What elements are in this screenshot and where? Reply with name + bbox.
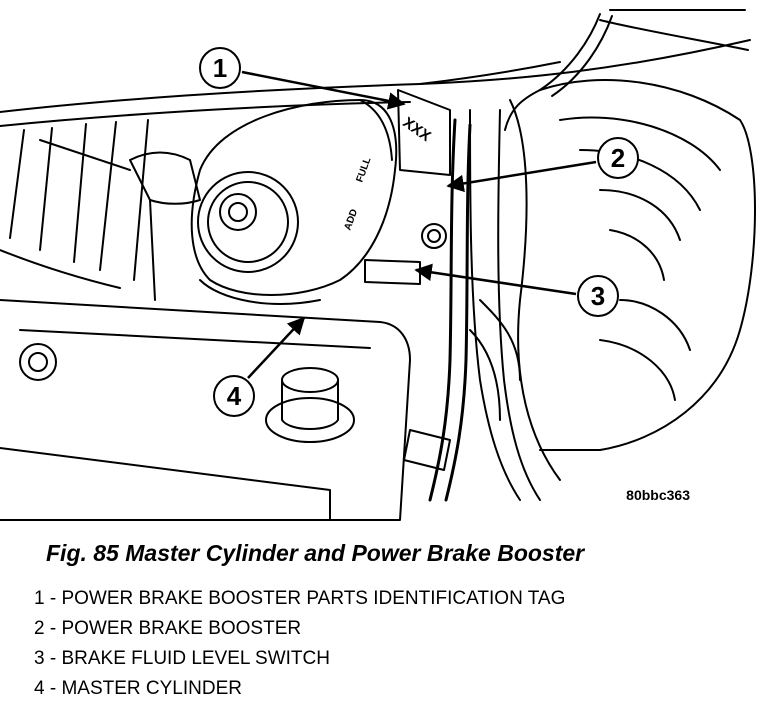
legend-item-1: 1 - POWER BRAKE BOOSTER PARTS IDENTIFICA… xyxy=(34,588,566,609)
image-code: 80bbc363 xyxy=(626,487,690,503)
reservoir-cap xyxy=(197,171,299,273)
shock-tower xyxy=(539,79,756,451)
id-tag-text: XXX xyxy=(400,114,434,145)
hood-line xyxy=(0,39,751,113)
legend-list: 1 - POWER BRAKE BOOSTER PARTS IDENTIFICA… xyxy=(34,584,565,704)
legend-item-3: 3 - BRAKE FLUID LEVEL SWITCH xyxy=(34,648,330,669)
callout-3: 3 xyxy=(414,263,619,317)
callout-2: 2 xyxy=(446,137,639,193)
callout-4: 4 xyxy=(213,316,306,417)
reservoir-add-mark: ADD xyxy=(342,208,360,232)
legend-item-4: 4 - MASTER CYLINDER xyxy=(34,678,242,699)
reservoir-full-mark: FULL xyxy=(354,156,373,184)
wiring-harness xyxy=(504,13,601,131)
svg-text:4: 4 xyxy=(227,381,242,411)
master-cylinder-body xyxy=(190,99,398,296)
legend-item-2: 2 - POWER BRAKE BOOSTER xyxy=(34,618,302,639)
callout-1: 1 xyxy=(199,47,406,110)
fluid-level-switch xyxy=(364,259,421,285)
brake-line xyxy=(428,118,457,502)
figure-caption: Fig. 85 Master Cylinder and Power Brake … xyxy=(46,540,585,566)
svg-text:2: 2 xyxy=(611,143,625,173)
pushrod xyxy=(129,151,201,205)
diagram-figure: XXX FULL ADD 1 2 3 4 80bbc363 xyxy=(0,9,756,521)
svg-text:1: 1 xyxy=(213,53,227,83)
svg-text:3: 3 xyxy=(591,281,605,311)
battery-box xyxy=(0,299,411,521)
hood-line-lower xyxy=(0,101,411,127)
firewall-louvers xyxy=(9,119,149,281)
